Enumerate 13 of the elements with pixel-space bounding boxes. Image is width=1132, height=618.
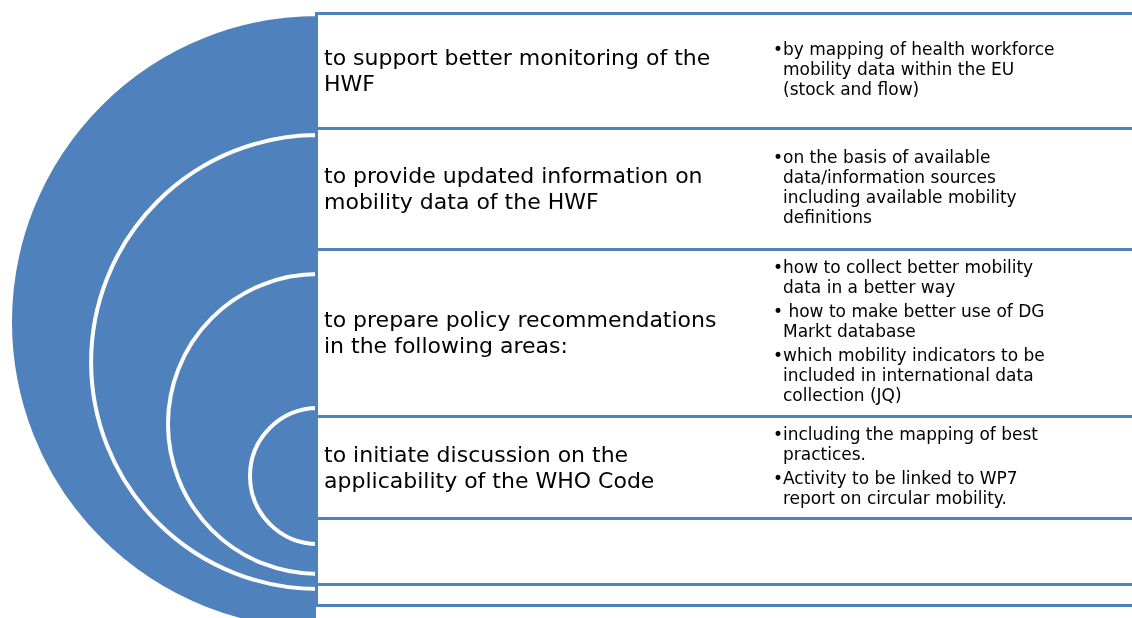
row-heading: to prepare policy recommendations in the following areas:	[324, 307, 718, 359]
bullet-item: •including the mapping of best practices.	[773, 423, 1039, 464]
bullet-item: •Activity to be linked to WP7 report on circular mobility.	[773, 467, 1019, 508]
bullet-item: • how to make better use of DG Markt database	[773, 301, 1046, 341]
empty-row-panel	[315, 583, 1132, 607]
bullet-item: •which mobility indicators to be included in international data collection (JQ)	[773, 345, 1046, 405]
bullet-item: •on the basis of available data/information sources including available mobility definitions	[773, 147, 1018, 227]
bullet-item: •how to collect better mobility data in a better way	[773, 257, 1035, 297]
row-panel	[315, 12, 1132, 130]
row-heading: to initiate discussion on the applicability of the WHO Code	[324, 441, 656, 494]
bullet-item: •by mapping of health workforce mobility data within the EU (stock and flow)	[773, 39, 1056, 99]
row-heading: to support better monitoring of the HWF	[324, 45, 712, 97]
row-heading: to provide updated information on mobility data of the HWF	[324, 163, 704, 215]
